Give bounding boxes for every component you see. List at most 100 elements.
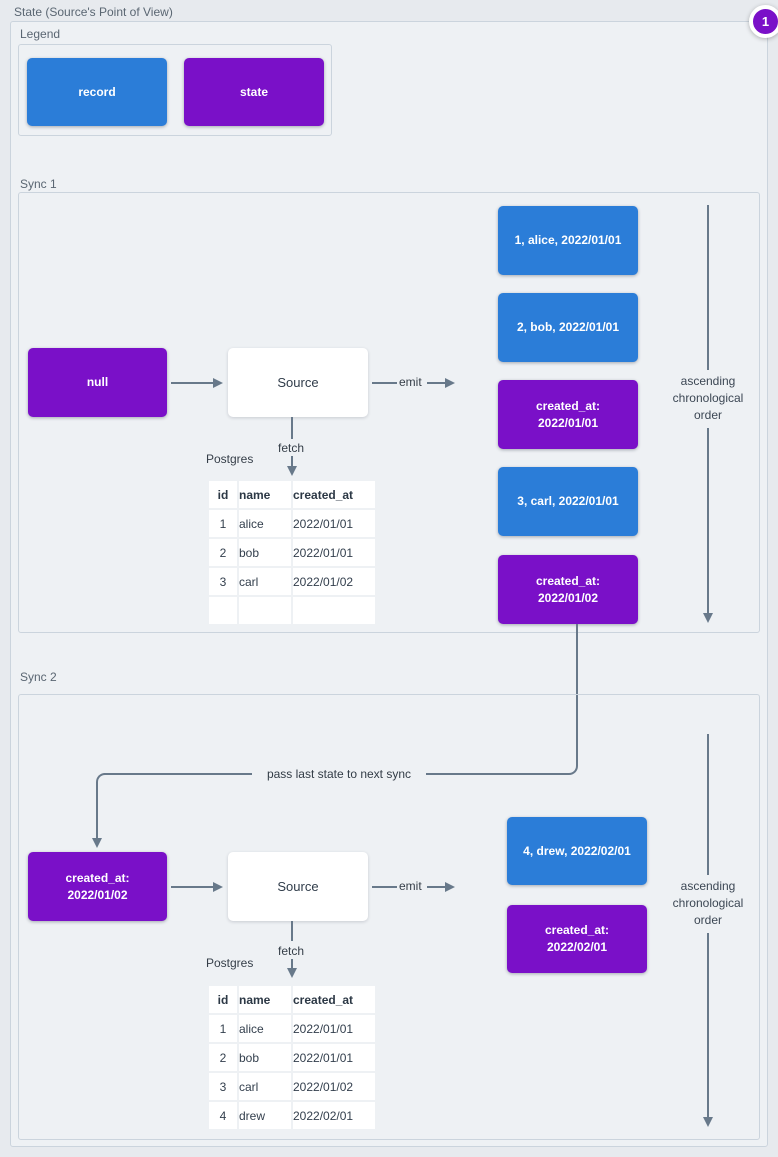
sync1-input-state: null bbox=[28, 348, 167, 417]
legend-box bbox=[18, 44, 332, 136]
sync1-fetch-arrow bbox=[287, 456, 297, 476]
record-text: 2, bob, 2022/01/01 bbox=[516, 320, 620, 334]
cell-id: 1 bbox=[209, 1015, 237, 1042]
col-header-id: id bbox=[209, 481, 237, 508]
cell-created-at: 2022/01/01 bbox=[293, 510, 375, 537]
sync1-order-line-top bbox=[707, 205, 709, 370]
annotation-badge[interactable]: 1 bbox=[749, 5, 778, 38]
col-header-name: name bbox=[239, 481, 291, 508]
sync1-postgres-table: id name created_at 1 alice 2022/01/01 2 … bbox=[207, 479, 377, 626]
cell-name: drew bbox=[239, 1102, 291, 1129]
cell-id: 2 bbox=[209, 1044, 237, 1071]
sync1-fetch-label: fetch bbox=[278, 441, 305, 455]
table-row-empty bbox=[209, 597, 375, 624]
sync2-order-arrow bbox=[703, 933, 713, 1127]
sync2-state-to-source-arrow bbox=[171, 882, 223, 892]
cell-name: carl bbox=[239, 568, 291, 595]
connector-label: pass last state to next sync bbox=[252, 766, 426, 782]
legend-state-swatch: state bbox=[184, 58, 324, 126]
order-note-line: ascending bbox=[680, 374, 736, 388]
cell-name: alice bbox=[239, 510, 291, 537]
state-text-line2: 2022/01/01 bbox=[537, 415, 599, 430]
table-row: 1 alice 2022/01/01 bbox=[209, 1015, 375, 1042]
record-text: 4, drew, 2022/02/01 bbox=[523, 843, 631, 858]
state-text-line1: created_at: bbox=[535, 398, 601, 413]
sync2-fetch-arrow bbox=[287, 959, 297, 978]
col-header-created-at: created_at bbox=[293, 481, 375, 508]
table-row: 3 carl 2022/01/02 bbox=[209, 568, 375, 595]
state-text-line1: created_at: bbox=[544, 923, 610, 937]
sync2-source-label: Source bbox=[277, 879, 319, 894]
sync1-record-2: 2, bob, 2022/01/01 bbox=[498, 293, 638, 362]
table-row: 1 alice 2022/01/01 bbox=[209, 510, 375, 537]
legend-state-label: state bbox=[239, 84, 268, 99]
sync2-emit-label: emit bbox=[399, 879, 422, 893]
sync1-box bbox=[18, 192, 760, 633]
state-text-line2: 2022/01/02 bbox=[537, 590, 599, 605]
cell-name: carl bbox=[239, 1073, 291, 1100]
sync1-record-3: 3, carl, 2022/01/01 bbox=[498, 467, 638, 536]
col-header-created-at: created_at bbox=[293, 986, 375, 1013]
cell-id: 2 bbox=[209, 539, 237, 566]
sync1-emit-label: emit bbox=[399, 375, 422, 389]
cell-created-at: 2022/02/01 bbox=[293, 1102, 375, 1129]
sync2-title: Sync 2 bbox=[20, 670, 57, 684]
sync1-emit-arrow bbox=[427, 378, 455, 388]
sync2-order-note: ascending chronological order bbox=[648, 878, 768, 929]
legend-record-label: record bbox=[78, 84, 116, 99]
sync2-postgres-table: id name created_at 1 alice 2022/01/01 2 … bbox=[207, 984, 377, 1131]
connector-corner-left bbox=[96, 773, 106, 782]
sync1-source-label: Source bbox=[277, 375, 319, 390]
cell-id: 3 bbox=[209, 568, 237, 595]
sync1-state-1: created_at: 2022/01/01 bbox=[498, 380, 638, 449]
cell-created-at: 2022/01/02 bbox=[293, 568, 375, 595]
cell-created-at: 2022/01/02 bbox=[293, 1073, 375, 1100]
col-header-id: id bbox=[209, 986, 237, 1013]
cell-name bbox=[239, 597, 291, 624]
table-row: 3 carl 2022/01/02 bbox=[209, 1073, 375, 1100]
legend-record-swatch: record bbox=[27, 58, 167, 126]
cell-name: bob bbox=[239, 539, 291, 566]
sync1-input-state-label: null bbox=[86, 375, 109, 389]
order-note-line: ascending bbox=[680, 879, 736, 893]
cell-name: alice bbox=[239, 1015, 291, 1042]
sync1-order-note: ascending chronological order bbox=[648, 373, 768, 424]
sync1-state-2: created_at: 2022/01/02 bbox=[498, 555, 638, 624]
state-text-line2: 2022/02/01 bbox=[546, 940, 608, 954]
sync1-state-to-source-arrow bbox=[171, 378, 223, 388]
order-note-line: chronological bbox=[672, 896, 744, 910]
table-row: 2 bob 2022/01/01 bbox=[209, 1044, 375, 1071]
sync2-fetch-line bbox=[291, 921, 293, 941]
sync2-emit-line bbox=[372, 886, 397, 888]
sync2-state-1: created_at: 2022/02/01 bbox=[507, 905, 647, 973]
cell-created-at bbox=[293, 597, 375, 624]
page-title: State (Source's Point of View) bbox=[14, 5, 173, 19]
state-text-line1: created_at: bbox=[65, 870, 130, 885]
sync1-source-node: Source bbox=[228, 348, 368, 417]
sync2-emit-arrow bbox=[427, 882, 455, 892]
table-row: 4 drew 2022/02/01 bbox=[209, 1102, 375, 1129]
sync2-db-label: Postgres bbox=[206, 956, 254, 970]
sync1-title: Sync 1 bbox=[20, 177, 57, 191]
cell-created-at: 2022/01/01 bbox=[293, 1015, 375, 1042]
sync1-fetch-line bbox=[291, 417, 293, 439]
sync2-record-1: 4, drew, 2022/02/01 bbox=[507, 817, 647, 885]
record-text: 1, alice, 2022/01/01 bbox=[514, 233, 622, 247]
sync1-db-label: Postgres bbox=[206, 452, 254, 466]
state-text-line1: created_at: bbox=[535, 573, 601, 588]
table-header-row: id name created_at bbox=[209, 986, 375, 1013]
cell-id: 3 bbox=[209, 1073, 237, 1100]
sync2-input-state: created_at: 2022/01/02 bbox=[28, 852, 167, 921]
cell-id: 4 bbox=[209, 1102, 237, 1129]
sync1-order-arrow bbox=[703, 428, 713, 623]
sync2-order-line-top bbox=[707, 734, 709, 875]
table-header-row: id name created_at bbox=[209, 481, 375, 508]
sync1-record-1: 1, alice, 2022/01/01 bbox=[498, 206, 638, 275]
col-header-name: name bbox=[239, 986, 291, 1013]
connector-line-down bbox=[576, 624, 578, 766]
cell-name: bob bbox=[239, 1044, 291, 1071]
cell-created-at: 2022/01/01 bbox=[293, 539, 375, 566]
sync1-emit-line bbox=[372, 382, 397, 384]
cell-id: 1 bbox=[209, 510, 237, 537]
